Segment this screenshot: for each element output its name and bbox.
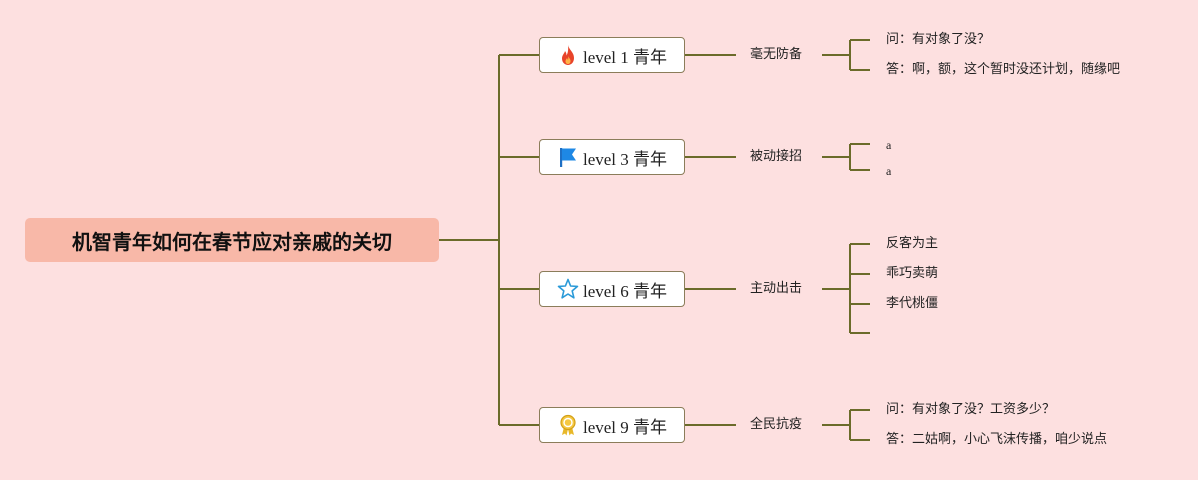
strategy-label[interactable]: 被动接招	[750, 149, 803, 164]
leaf-item[interactable]: 乖巧卖萌	[886, 266, 939, 281]
leaf-item[interactable]: 反客为主	[886, 236, 939, 251]
leaf-item[interactable]: 答：啊，额，这个暂时没还计划，随缘吧	[886, 62, 1121, 77]
central-topic[interactable]: 机智青年如何在春节应对亲戚的关切	[25, 218, 439, 262]
medal-icon	[557, 414, 579, 436]
flag-icon	[557, 146, 579, 168]
strategy-label[interactable]: 全民抗疫	[750, 417, 803, 432]
level-1-node[interactable]: level 1 青年	[539, 37, 685, 73]
strategy-label[interactable]: 毫无防备	[750, 47, 803, 62]
level-label: level 6 青年	[582, 281, 668, 301]
leaf-item[interactable]: 李代桃僵	[886, 296, 939, 311]
star-icon	[557, 278, 579, 300]
leaf-item[interactable]: 答：二姑啊，小心飞沫传播，咱少说点	[886, 432, 1108, 447]
level-label: level 1 青年	[582, 47, 668, 67]
leaf-item[interactable]: 问：有对象了没？工资多少？	[886, 402, 1056, 417]
level-3-node[interactable]: level 3 青年	[539, 139, 685, 175]
level-label: level 3 青年	[582, 149, 668, 169]
level-9-node[interactable]: level 9 青年	[539, 407, 685, 443]
fire-icon	[557, 44, 579, 66]
leaf-item[interactable]: a	[886, 164, 892, 178]
leaf-item[interactable]: 问：有对象了没？	[886, 32, 991, 47]
level-6-node[interactable]: level 6 青年	[539, 271, 685, 307]
strategy-label[interactable]: 主动出击	[750, 281, 803, 296]
leaf-item[interactable]: a	[886, 138, 892, 152]
level-label: level 9 青年	[582, 417, 668, 437]
